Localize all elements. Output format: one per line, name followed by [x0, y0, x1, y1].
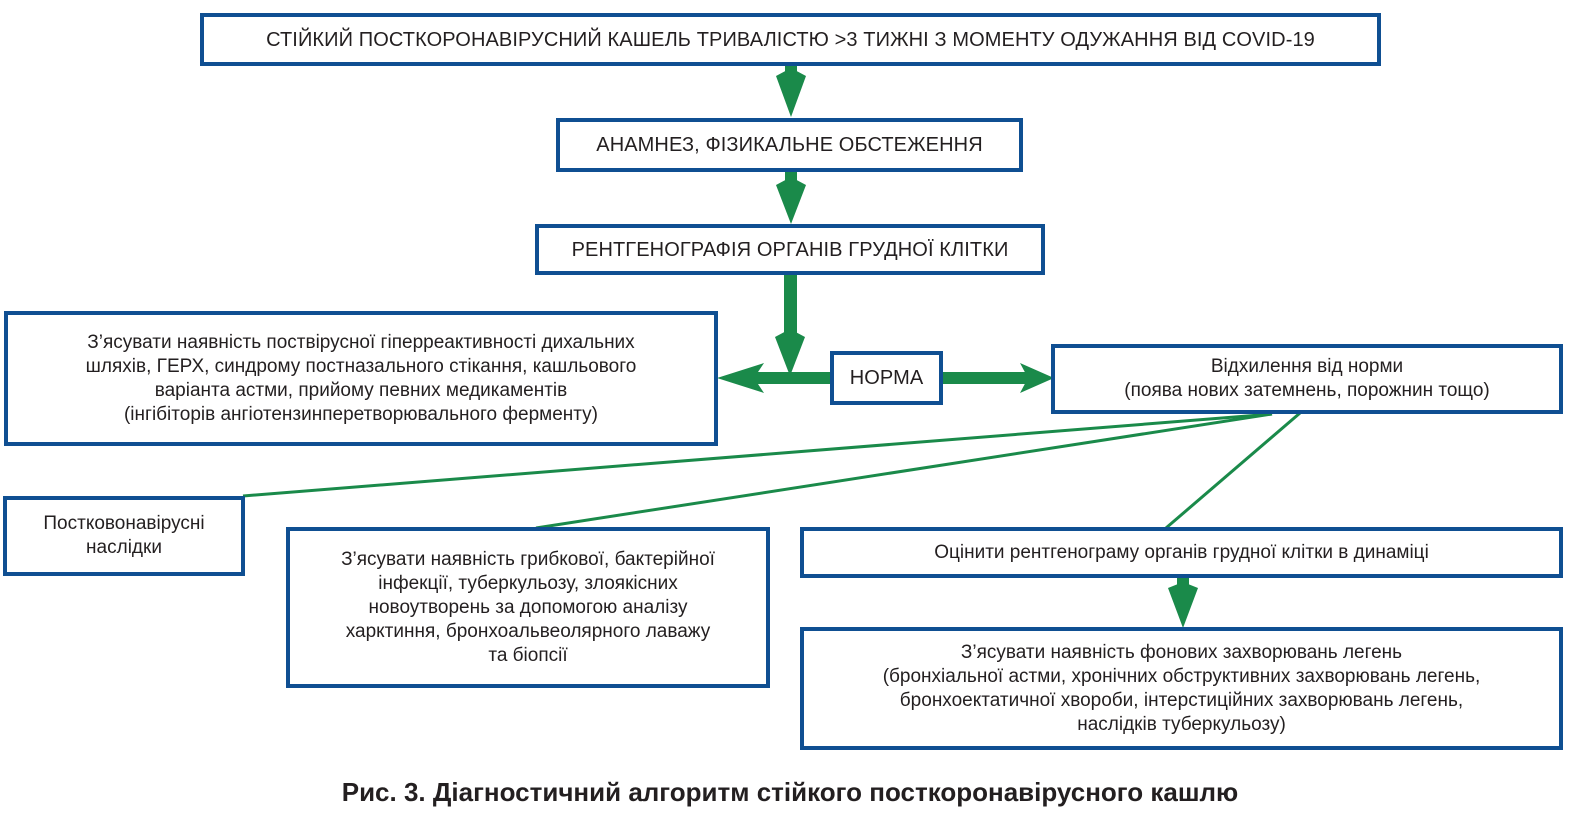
node-norm-action-label: З’ясувати наявність поствірусної гіперре… — [85, 331, 637, 425]
node-background-diseases: З’ясувати наявність фонових захворювань … — [800, 627, 1563, 750]
line-deviation-to-infection-check — [535, 412, 1273, 530]
node-deviation-label: Відхилення від норми (поява нових затемн… — [1124, 356, 1490, 401]
figure-caption: Рис. 3. Діагностичний алгоритм стійкого … — [341, 777, 1239, 807]
node-history: АНАМНЕЗ, ФІЗИКАЛЬНЕ ОБСТЕЖЕННЯ — [556, 118, 1023, 172]
node-history-label: АНАМНЕЗ, ФІЗИКАЛЬНЕ ОБСТЕЖЕННЯ — [596, 134, 983, 156]
line-deviation-to-dynamic-xray — [1165, 411, 1301, 530]
node-norm-label: НОРМА — [849, 367, 924, 389]
arrow-xray-to-norm — [775, 274, 805, 376]
node-post-covid-label: Постковонавірусні наслідки — [43, 513, 205, 558]
arrow-norm-to-left — [717, 363, 832, 393]
node-start: СТІЙКИЙ ПОСТКОРОНАВІРУСНИЙ КАШЕЛЬ ТРИВАЛ… — [200, 13, 1381, 66]
node-dynamic-xray: Оцінити рентгенограму органів грудної кл… — [800, 527, 1563, 578]
node-post-covid: Постковонавірусні наслідки — [3, 496, 245, 576]
node-infection-check-label: З’ясувати наявність грибкової, бактерійн… — [341, 548, 715, 666]
node-start-label: СТІЙКИЙ ПОСТКОРОНАВІРУСНИЙ КАШЕЛЬ ТРИВАЛ… — [266, 28, 1315, 51]
node-norm-action: З’ясувати наявність поствірусної гіперре… — [4, 311, 718, 446]
node-xray: РЕНТГЕНОГРАФІЯ ОРГАНІВ ГРУДНОЇ КЛІТКИ — [535, 224, 1045, 275]
node-dynamic-xray-label: Оцінити рентгенограму органів грудної кл… — [934, 541, 1429, 563]
node-norm: НОРМА — [830, 351, 943, 405]
arrow-dynamic-xray-to-background — [1168, 577, 1198, 628]
line-deviation-to-post-covid — [242, 412, 1273, 498]
node-deviation: Відхилення від норми (поява нових затемн… — [1051, 344, 1563, 414]
arrow-norm-to-deviation — [942, 363, 1054, 393]
arrow-start-to-history — [776, 64, 806, 117]
node-xray-label: РЕНТГЕНОГРАФІЯ ОРГАНІВ ГРУДНОЇ КЛІТКИ — [571, 238, 1009, 261]
node-background-diseases-label: З’ясувати наявність фонових захворювань … — [882, 641, 1481, 735]
node-infection-check: З’ясувати наявність грибкової, бактерійн… — [286, 527, 770, 688]
arrow-history-to-xray — [776, 171, 806, 224]
